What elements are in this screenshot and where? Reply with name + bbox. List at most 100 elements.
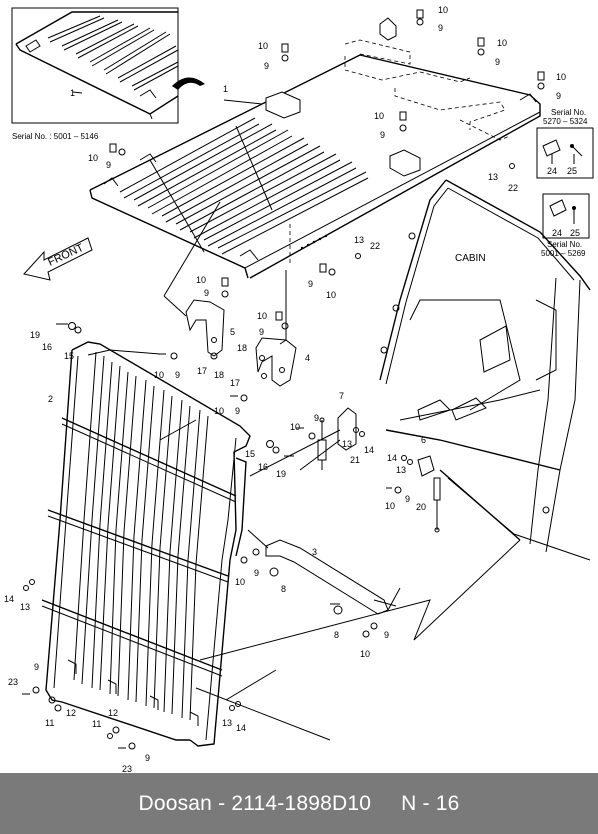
callout-10-o: 10 (360, 649, 370, 659)
callout-9-q: 9 (145, 753, 150, 763)
footer-title: Doosan - 2114-1898D10 (138, 791, 372, 815)
callout-8-b: 8 (334, 630, 339, 640)
inset-serial-label: Serial No. : 5001 – 5146 (12, 132, 99, 141)
callout-22-b: 22 (370, 241, 380, 251)
callout-15-a: 15 (64, 351, 74, 361)
callout-15-b: 15 (245, 449, 255, 459)
serial-top-line2: 5270 – 5324 (543, 117, 588, 126)
callout-20: 20 (416, 502, 426, 512)
callout-10-g: 10 (326, 290, 336, 300)
callout-9-a: 9 (438, 23, 443, 33)
callout-3: 3 (312, 547, 317, 557)
callout-19-a: 19 (30, 330, 40, 340)
callout-13-f: 13 (222, 718, 232, 728)
serial-bottom-25: 25 (570, 228, 580, 238)
callout-14-d: 14 (236, 723, 246, 733)
cabin-frame: CABIN (379, 179, 591, 561)
callout-9-c: 9 (495, 57, 500, 67)
callout-9-o: 9 (384, 630, 389, 640)
serial-top-24: 24 (547, 166, 557, 176)
serial-box-top: Serial No. 5270 – 5324 24 25 (536, 108, 594, 179)
bracket-6 (417, 455, 435, 477)
bracket-7 (337, 407, 357, 451)
inset-callout-1: 1 (70, 88, 75, 98)
front-guard-grille (41, 341, 251, 747)
stay-bar-3 (265, 539, 397, 615)
callout-10-b: 10 (258, 41, 268, 51)
gas-strut-20 (433, 477, 441, 533)
callout-14-b: 14 (387, 453, 397, 463)
callout-10-k: 10 (214, 406, 224, 416)
callout-9-i: 9 (259, 327, 264, 337)
serial-bottom-line1: Serial No. (547, 240, 582, 249)
callout-10-e: 10 (374, 111, 384, 121)
callout-10-l: 10 (290, 422, 300, 432)
callout-10-n: 10 (235, 577, 245, 587)
callout-16-a: 16 (42, 342, 52, 352)
callout-17-b: 17 (230, 378, 240, 388)
callout-5: 5 (230, 327, 235, 337)
serial-box-bottom: 24 25 Serial No. 5001 – 5269 (541, 193, 590, 258)
serial-top-line1: Serial No. (551, 108, 586, 117)
callout-19-b: 19 (276, 469, 286, 479)
callout-8-a: 8 (281, 584, 286, 594)
bracket-5 (185, 299, 225, 357)
callout-12-b: 12 (108, 708, 118, 718)
callout-11-b: 11 (92, 719, 101, 729)
callout-14-a: 14 (364, 445, 374, 455)
callout-17-a: 17 (197, 366, 207, 376)
callout-10-m: 10 (385, 501, 395, 511)
guard-assembly-diagram: 1 Serial No. : 5001 – 5146 Serial No. 52… (4, 5, 594, 773)
callout-6: 6 (421, 435, 426, 445)
footer-bar: Doosan - 2114-1898D10 N - 16 (0, 773, 598, 834)
callout-11-a: 11 (45, 718, 54, 728)
callout-9-k: 9 (235, 406, 240, 416)
footer-page-number: N - 16 (401, 791, 460, 815)
callout-18-a: 18 (214, 370, 224, 380)
top-guard-plate (89, 17, 541, 279)
bracket-4 (255, 337, 297, 387)
callout-22-a: 22 (508, 183, 518, 193)
front-direction-arrow: FRONT (23, 237, 93, 281)
callout-2: 2 (48, 394, 53, 404)
callout-16-b: 16 (258, 462, 268, 472)
callout-9-d: 9 (556, 91, 561, 101)
callout-18-b: 18 (237, 343, 247, 353)
callout-labels: 10 9 10 9 10 9 10 9 1 10 9 10 9 13 22 13… (4, 5, 566, 773)
callout-9-j: 9 (175, 370, 180, 380)
serial-top-25: 25 (567, 166, 577, 176)
fasteners (22, 9, 545, 750)
callout-10-d: 10 (556, 72, 566, 82)
callout-23-b: 23 (122, 764, 132, 773)
inset-detail: 1 Serial No. : 5001 – 5146 (11, 7, 205, 141)
leader-lines (87, 99, 521, 741)
callout-10-j: 10 (154, 370, 164, 380)
callout-10-a: 10 (438, 5, 448, 15)
callout-9-f: 9 (106, 160, 111, 170)
callout-23-a: 23 (8, 677, 18, 687)
callout-14-c: 14 (4, 594, 14, 604)
serial-bottom-24: 24 (552, 228, 562, 238)
serial-bottom-line2: 5001 – 5269 (541, 249, 586, 258)
callout-10-c: 10 (497, 38, 507, 48)
callout-13-b: 13 (354, 235, 364, 245)
callout-13-e: 13 (20, 602, 30, 612)
callout-10-i: 10 (257, 311, 267, 321)
callout-21: 21 (350, 455, 360, 465)
callout-9-h: 9 (204, 288, 209, 298)
cabin-label: CABIN (455, 253, 486, 264)
callout-9-p: 9 (34, 662, 39, 672)
gas-strut-21 (317, 417, 327, 470)
callout-9-m: 9 (405, 494, 410, 504)
callout-7: 7 (339, 391, 344, 401)
callout-1: 1 (223, 84, 228, 94)
callout-9-g: 9 (308, 279, 313, 289)
callout-10-f: 10 (88, 153, 98, 163)
callout-9-e: 9 (380, 130, 385, 140)
callout-13-d: 13 (396, 465, 406, 475)
front-label: FRONT (46, 242, 86, 269)
callout-9-l: 9 (314, 413, 319, 423)
callout-9-n: 9 (254, 568, 259, 578)
callout-4: 4 (305, 353, 310, 363)
